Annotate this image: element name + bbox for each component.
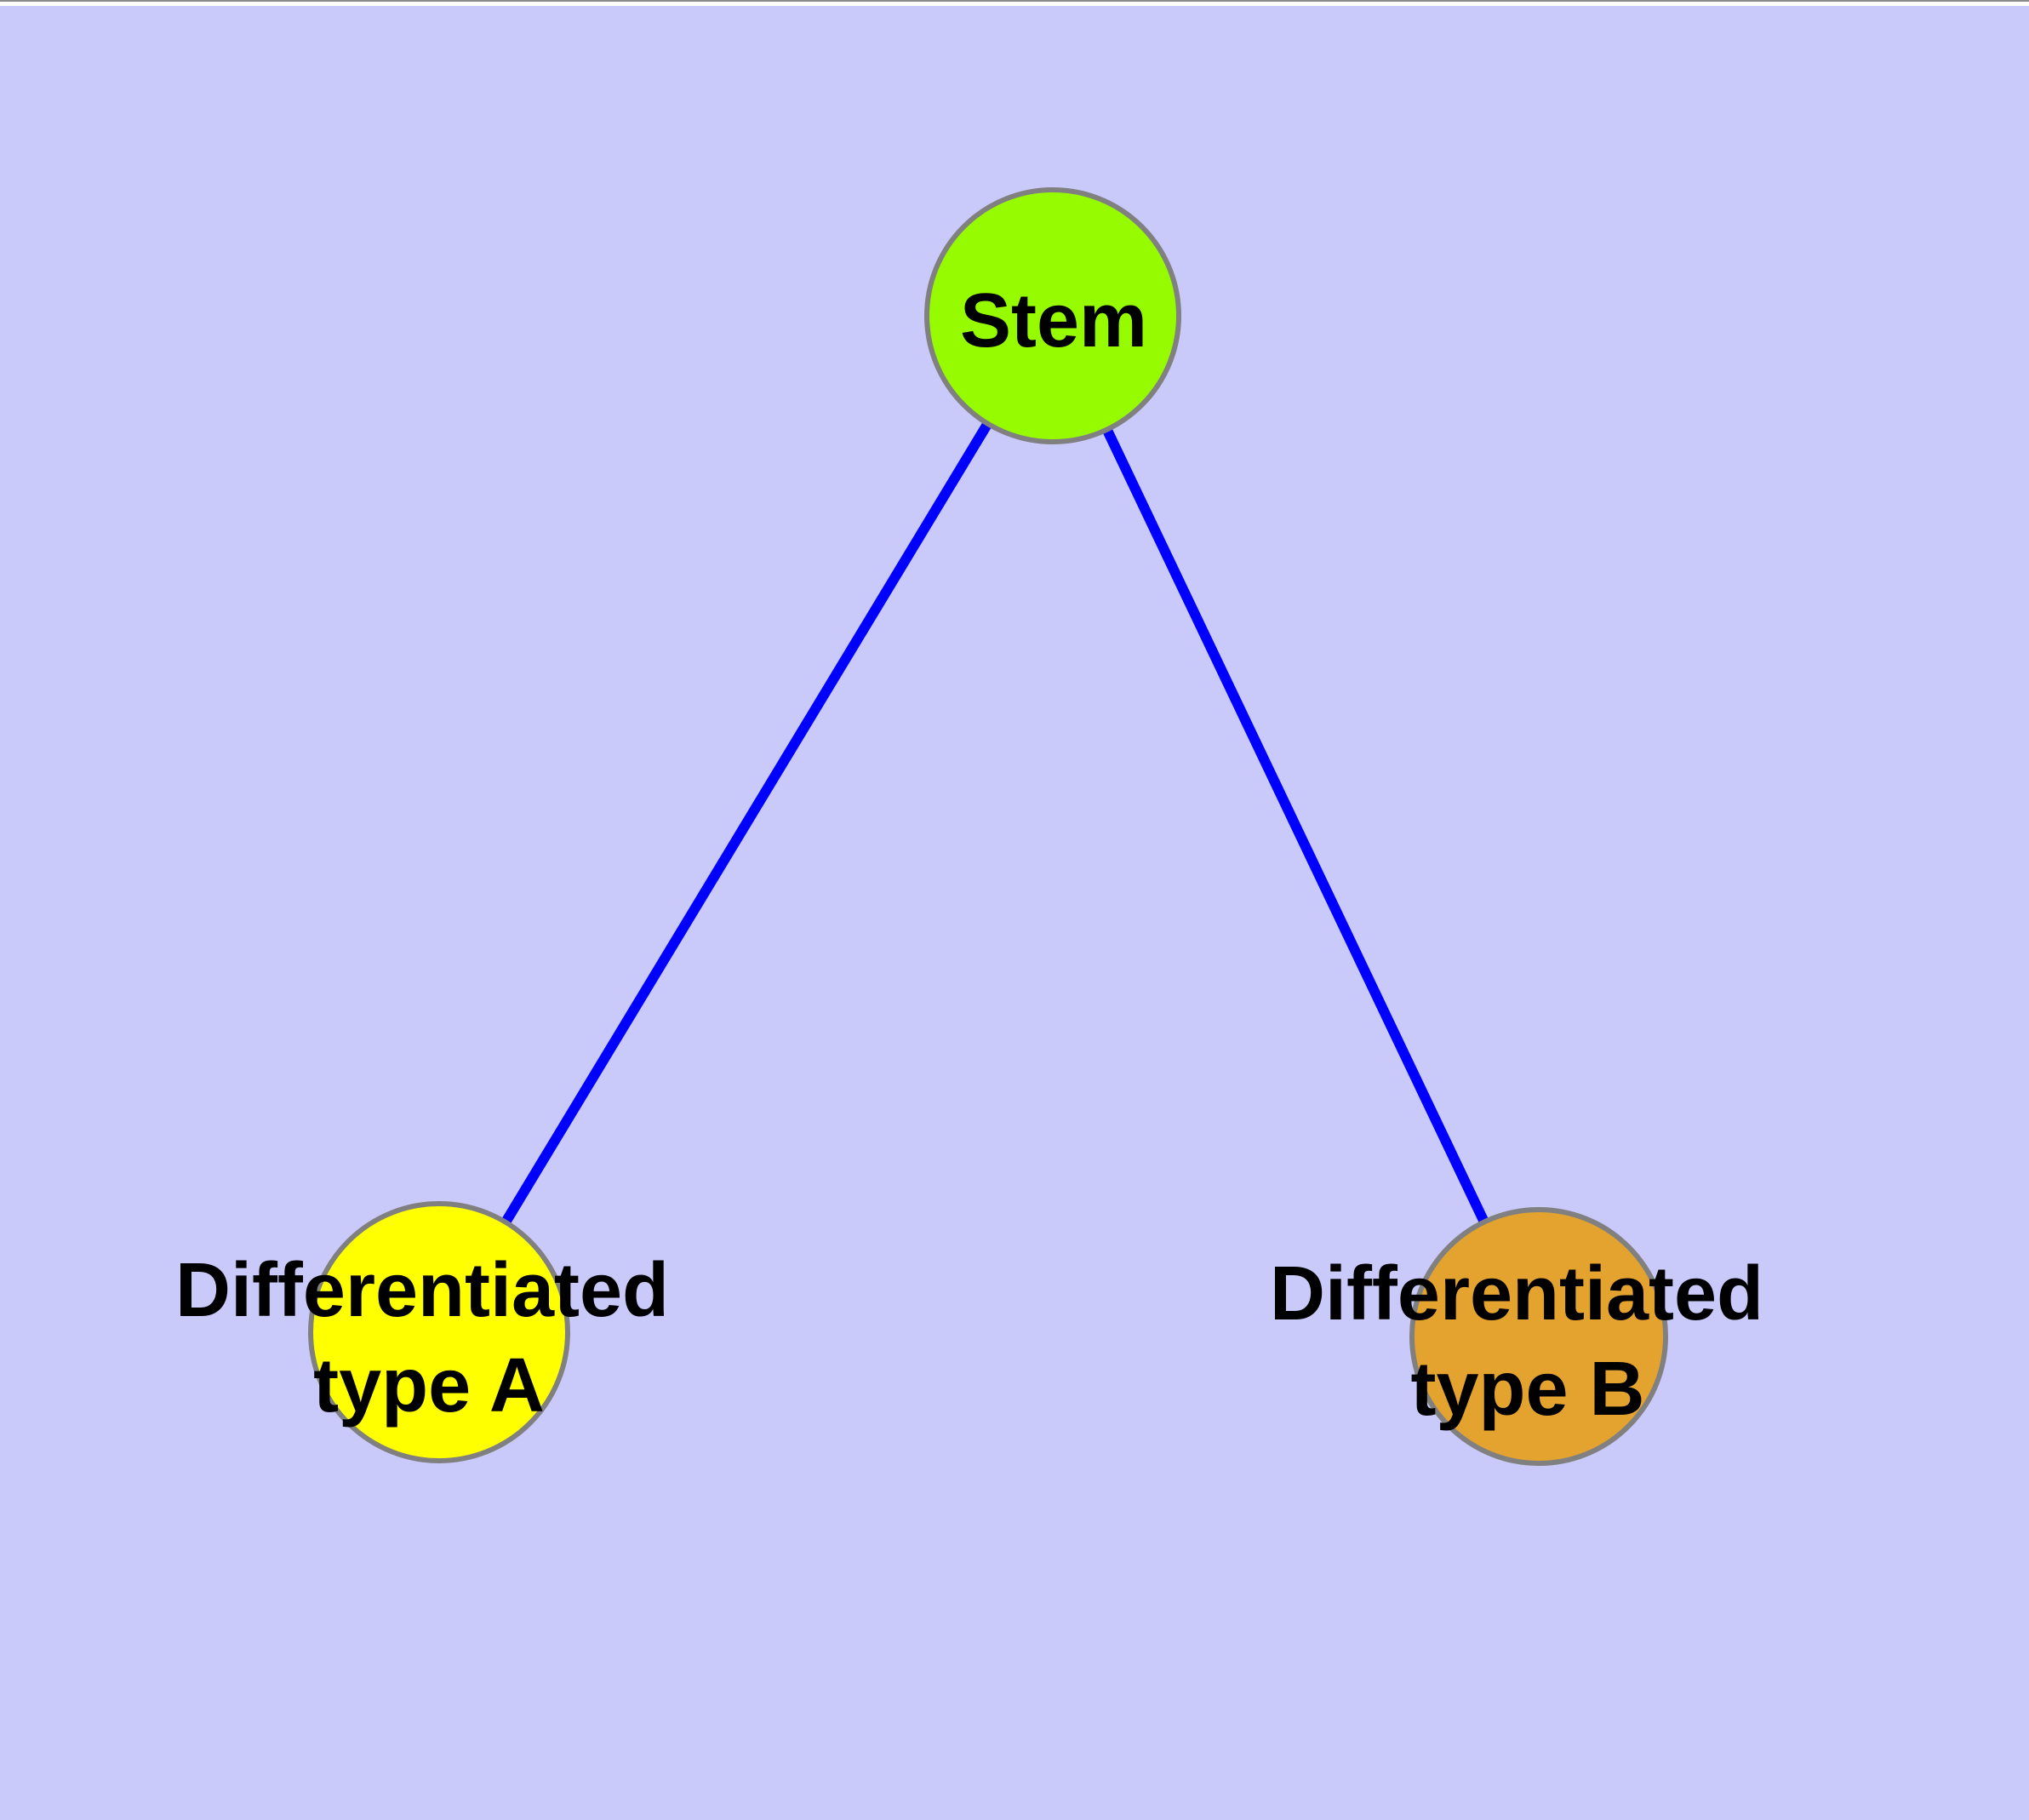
node-differentiated-type-b (1409, 1207, 1668, 1466)
node-type-b-label-line2: type B (1410, 1347, 1644, 1432)
node-type-b-label-line1: Differentiated (1270, 1251, 1763, 1336)
node-stem-label: Stem (960, 278, 1147, 363)
node-type-a-label-line1: Differentiated (175, 1248, 669, 1333)
node-stem (924, 187, 1181, 444)
canvas-top-margin (0, 0, 2029, 6)
canvas-top-border (0, 0, 2029, 2)
edge-stem-to-type-a (434, 312, 1058, 1336)
edge-stem-to-type-b (1048, 313, 1544, 1339)
node-differentiated-type-a (308, 1201, 570, 1463)
node-type-a-label-line2: type A (313, 1343, 545, 1428)
